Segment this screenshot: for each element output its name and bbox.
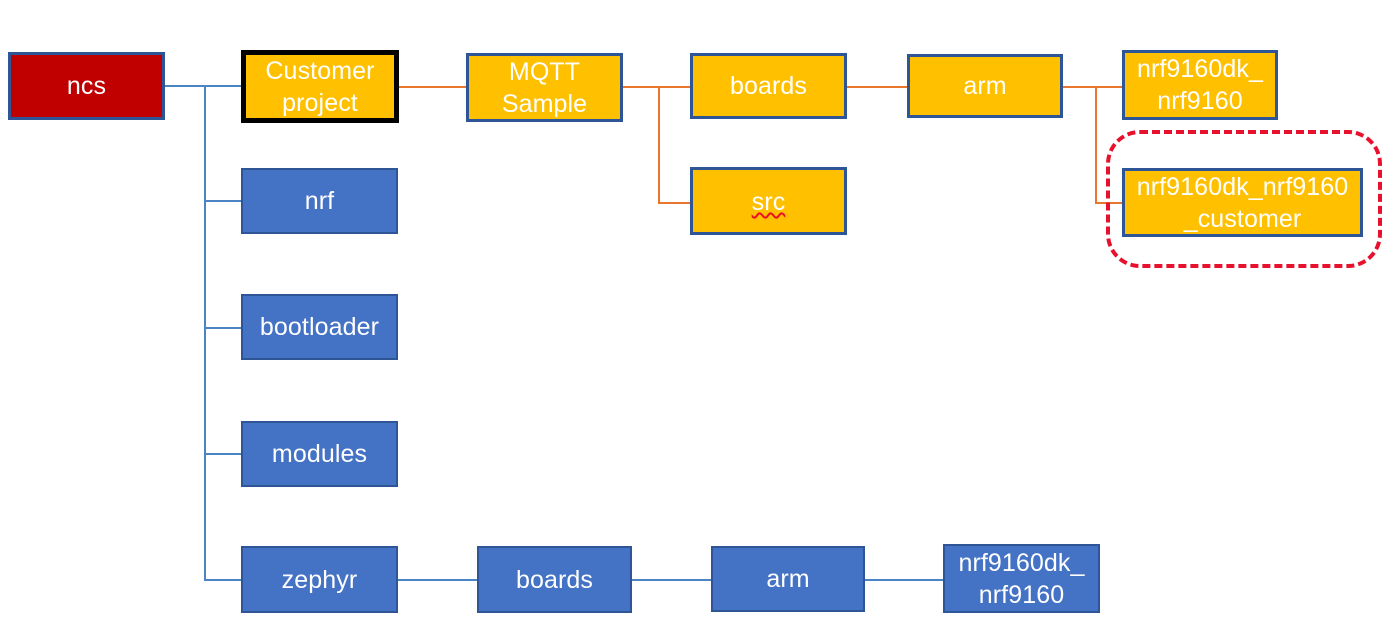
node-zephyr[interactable]: zephyr <box>241 546 398 613</box>
node-nrf9160dk-customer-label: nrf9160dk_nrf9160 _customer <box>1136 172 1349 233</box>
highlight-ring-customer-board <box>1106 130 1382 268</box>
node-nrf[interactable]: nrf <box>241 168 398 234</box>
connector-mqtt-sample-to-branch <box>623 86 659 88</box>
node-arm-top[interactable]: arm <box>907 54 1063 118</box>
node-nrf9160dk-bottom-label: nrf9160dk_ nrf9160 <box>958 548 1085 609</box>
node-mqtt-sample[interactable]: MQTT Sample <box>466 53 623 122</box>
connector-trunk-to-nrf <box>204 200 242 202</box>
node-bootloader-label: bootloader <box>259 313 380 341</box>
node-src[interactable]: src <box>690 167 847 235</box>
node-mqtt-sample-label: MQTT Sample <box>501 57 588 118</box>
connector-boards-to-arm <box>847 86 908 88</box>
connector-trunk-vertical <box>204 85 206 579</box>
connector-boards-to-arm-bottom <box>631 579 711 581</box>
connector-mqtt-branch-vertical <box>658 86 660 203</box>
node-zephyr-label: zephyr <box>281 565 358 594</box>
node-arm-top-label: arm <box>963 72 1007 100</box>
connector-zephyr-to-boards <box>398 579 477 581</box>
node-arm-bottom[interactable]: arm <box>711 546 865 612</box>
connector-trunk-to-bootloader <box>204 327 242 329</box>
node-customer-project[interactable]: Customer project <box>241 50 399 123</box>
connector-arm-branch-vertical <box>1095 86 1097 203</box>
node-modules[interactable]: modules <box>241 421 398 487</box>
node-bootloader[interactable]: bootloader <box>241 294 398 360</box>
node-src-label: src <box>751 188 786 216</box>
node-nrf9160dk-top[interactable]: nrf9160dk_ nrf9160 <box>1122 50 1278 120</box>
node-boards-bottom[interactable]: boards <box>477 546 632 613</box>
node-nrf9160dk-customer[interactable]: nrf9160dk_nrf9160 _customer <box>1122 168 1363 237</box>
node-nrf-label: nrf <box>304 187 335 215</box>
connector-trunk-to-zephyr <box>204 579 242 581</box>
connector-arm-to-nrf9160dk-bottom <box>864 579 944 581</box>
node-boards-top-label: boards <box>729 72 808 100</box>
node-boards-bottom-label: boards <box>515 565 594 594</box>
node-nrf9160dk-bottom[interactable]: nrf9160dk_ nrf9160 <box>943 544 1100 613</box>
connector-branch-to-nrf9160dk <box>1095 86 1123 88</box>
node-boards-top[interactable]: boards <box>690 53 847 119</box>
connector-ncs-to-trunk <box>165 85 205 87</box>
connector-branch-to-src <box>658 202 692 204</box>
node-ncs-label: ncs <box>66 72 107 100</box>
connector-arm-to-branch <box>1063 86 1097 88</box>
node-ncs[interactable]: ncs <box>8 52 165 120</box>
connector-trunk-to-modules <box>204 453 242 455</box>
connector-branch-to-boards <box>658 86 692 88</box>
node-arm-bottom-label: arm <box>766 565 810 593</box>
connector-customer-project-to-mqtt-sample <box>399 86 467 88</box>
node-customer-project-label: Customer project <box>265 56 375 117</box>
node-modules-label: modules <box>271 440 368 468</box>
node-nrf9160dk-top-label: nrf9160dk_ nrf9160 <box>1136 55 1264 115</box>
connector-trunk-to-customer-project <box>204 85 242 87</box>
